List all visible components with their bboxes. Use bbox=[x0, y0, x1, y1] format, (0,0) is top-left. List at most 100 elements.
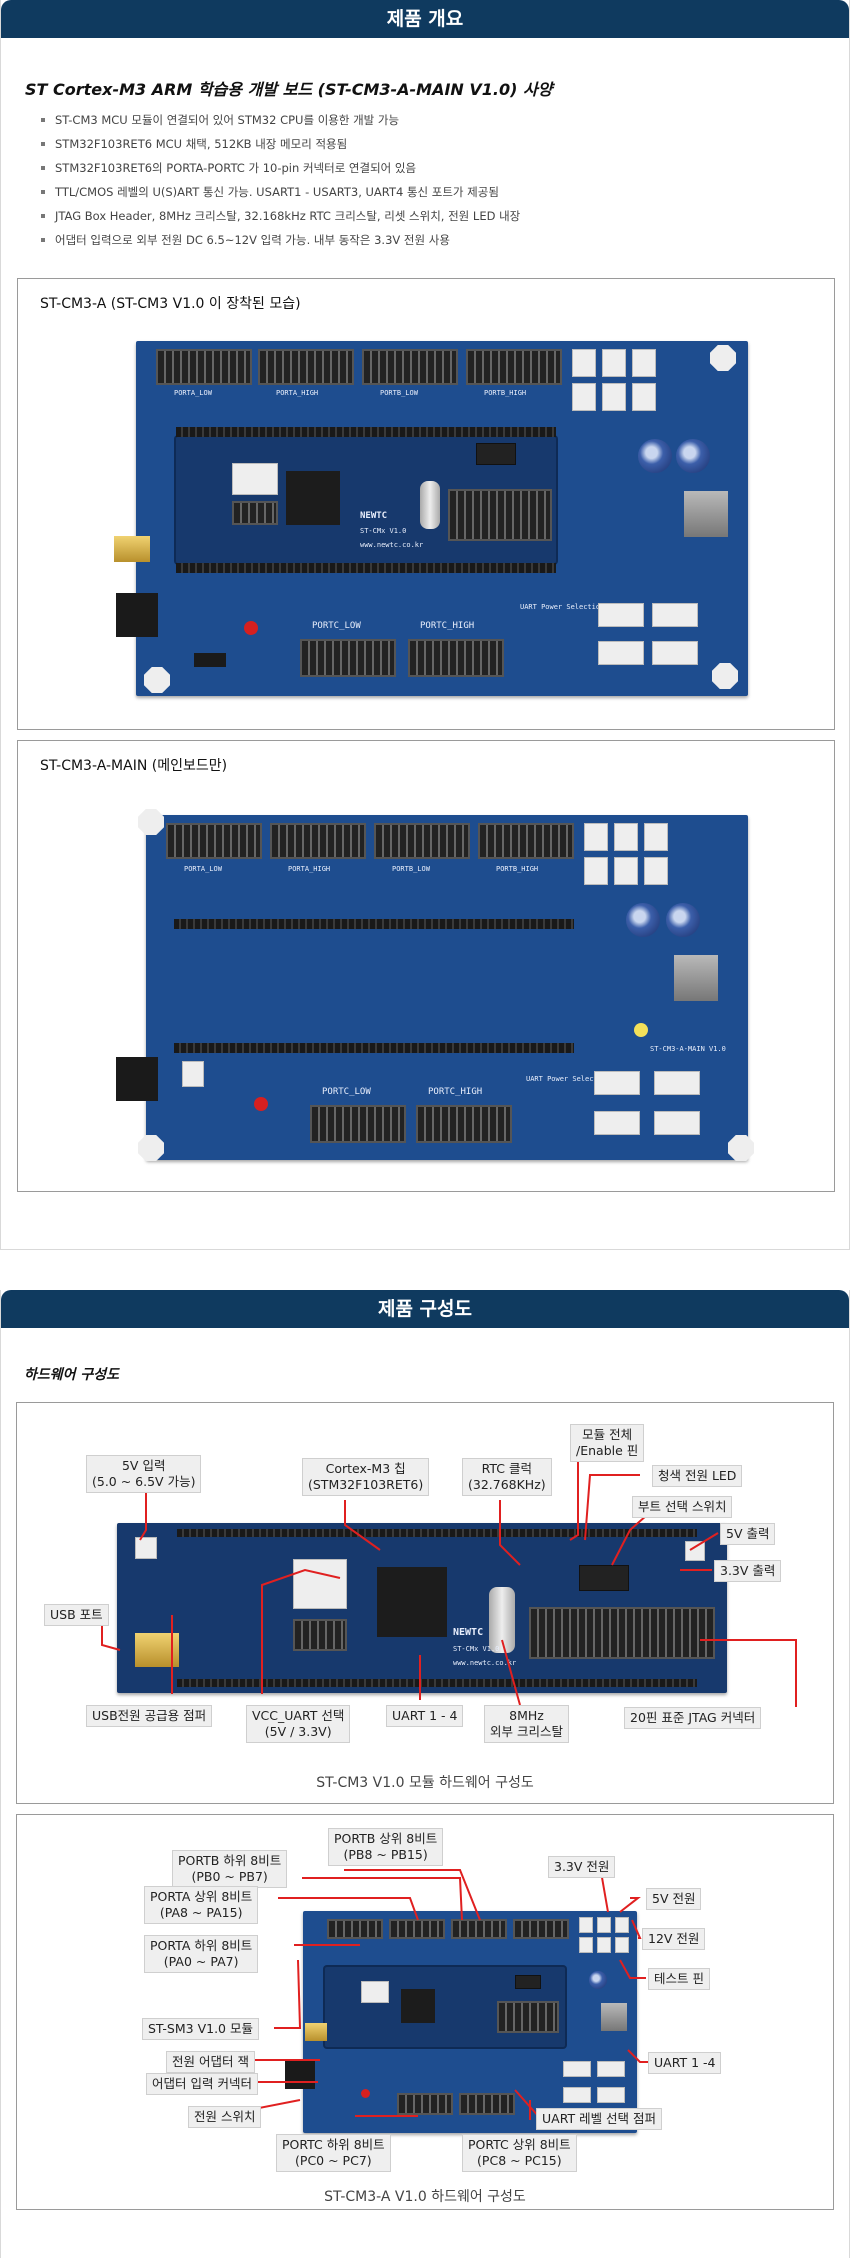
header-portb-low bbox=[362, 349, 458, 385]
photo-box-assembled: ST-CM3-A (ST-CM3 V1.0 이 장착된 모습) PORTA_LO… bbox=[17, 278, 835, 730]
test-led bbox=[634, 1023, 648, 1037]
module-diagram-caption: ST-CM3 V1.0 모듈 하드웨어 구성도 bbox=[316, 1775, 534, 1791]
header-portb-low bbox=[374, 823, 470, 859]
module-socket-top bbox=[174, 919, 574, 929]
out-pad bbox=[685, 1541, 705, 1561]
power-connector bbox=[579, 1937, 593, 1953]
power-connector bbox=[632, 349, 656, 377]
st-cm3-module: NEWTC ST-CMx V1.0 www.newtc.co.kr bbox=[176, 427, 556, 573]
capacitor bbox=[626, 903, 660, 937]
silk-porta-high: PORTA_HIGH bbox=[288, 865, 331, 873]
callout-test-pin: 테스트 핀 bbox=[648, 1968, 710, 1990]
capacitor bbox=[676, 439, 710, 473]
callout-portc-high: PORTC 상위 8비트 (PC8 ~ PC15) bbox=[462, 2134, 577, 2172]
silk-porta-high: PORTA_HIGH bbox=[276, 389, 319, 397]
regulator bbox=[684, 491, 728, 537]
module-board: NEWTC ST-CMx V1.0 www.newtc.co.kr bbox=[117, 1523, 727, 1693]
product-title: ST Cortex-M3 ARM 학습용 개발 보드 (ST-CM3-A-MAI… bbox=[25, 80, 553, 99]
callout-uart-level: UART 레벨 선택 점퍼 bbox=[536, 2108, 663, 2130]
header-portc-high bbox=[459, 2093, 515, 2115]
dc-jack bbox=[116, 593, 158, 637]
uart-connector bbox=[563, 2087, 591, 2103]
silk-main-name: ST-CM3-A-MAIN V1.0 bbox=[650, 1045, 726, 1053]
spec-item: TTL/CMOS 레벨의 U(S)ART 통신 가능. USART1 - USA… bbox=[37, 180, 520, 204]
uart-connector bbox=[594, 1111, 640, 1135]
power-connector bbox=[632, 383, 656, 411]
regulator bbox=[674, 955, 718, 1001]
silk-module-name: ST-CMx V1.0 bbox=[453, 1645, 500, 1653]
board-diagram-box bbox=[16, 1814, 834, 2210]
uart-connector bbox=[361, 1981, 389, 2003]
full-board bbox=[285, 1911, 637, 2133]
power-connector bbox=[614, 857, 638, 885]
power-connector bbox=[644, 857, 668, 885]
power-connector bbox=[644, 823, 668, 851]
power-connector bbox=[579, 1917, 593, 1933]
power-led bbox=[254, 1097, 268, 1111]
photo-caption: ST-CM3-A (ST-CM3 V1.0 이 장착된 모습) bbox=[40, 296, 301, 312]
header-porta-low bbox=[327, 1919, 383, 1939]
uart-connector bbox=[597, 2061, 625, 2077]
module-pin-row bbox=[177, 1529, 697, 1537]
power-connector bbox=[572, 349, 596, 377]
callout-33v-output: 3.3V 출력 bbox=[714, 1560, 782, 1582]
callout-usb-jumper: USB전원 공급용 점퍼 bbox=[86, 1705, 213, 1727]
header-portb-high bbox=[513, 1919, 569, 1939]
spec-item: JTAG Box Header, 8MHz 크리스탈, 32.168kHz RT… bbox=[37, 204, 520, 228]
callout-portb-low: PORTB 하위 8비트 (PB0 ~ PB7) bbox=[172, 1850, 288, 1888]
silk-portc-high: PORTC_HIGH bbox=[420, 621, 475, 631]
silk-uart-power: UART Power Selection bbox=[526, 1075, 611, 1083]
header-porta-low bbox=[156, 349, 252, 385]
spacer bbox=[710, 345, 736, 371]
silk-module-name: ST-CMx V1.0 bbox=[360, 527, 407, 535]
callout-boot-switch: 부트 선택 스위치 bbox=[632, 1496, 733, 1518]
module-pin-row bbox=[176, 563, 556, 573]
callout-5v-output: 5V 출력 bbox=[720, 1523, 776, 1545]
silk-site: www.newtc.co.kr bbox=[453, 1659, 517, 1667]
header-porta-high bbox=[389, 1919, 445, 1939]
boot-switch bbox=[476, 443, 516, 465]
boot-switch bbox=[579, 1565, 629, 1591]
power-connector bbox=[602, 349, 626, 377]
power-connector bbox=[584, 857, 608, 885]
callout-5v-power: 5V 전원 bbox=[646, 1888, 702, 1910]
power-led bbox=[244, 621, 258, 635]
spacer bbox=[728, 1135, 754, 1161]
header-portc-high bbox=[408, 639, 504, 677]
module-pin-row bbox=[176, 427, 556, 437]
capacitor bbox=[638, 439, 672, 473]
uart-connector bbox=[652, 603, 698, 627]
silk-portb-high: PORTB_HIGH bbox=[484, 389, 527, 397]
dc-jack bbox=[116, 1057, 158, 1101]
usb-port bbox=[114, 536, 150, 562]
header-porta-high bbox=[258, 349, 354, 385]
jtag-header bbox=[529, 1607, 715, 1659]
board-photo-main: PORTA_LOW PORTA_HIGH PORTB_LOW PORTB_HIG… bbox=[116, 809, 754, 1161]
jumper-block bbox=[232, 501, 278, 525]
silk-portc-low: PORTC_LOW bbox=[322, 1087, 371, 1097]
usb-port bbox=[135, 1633, 179, 1667]
overview-header: 제품 개요 bbox=[1, 0, 849, 38]
callout-portc-low: PORTC 하위 8비트 (PC0 ~ PC7) bbox=[276, 2134, 391, 2172]
power-switch bbox=[194, 653, 226, 667]
callout-uart-1-4: UART 1 - 4 bbox=[386, 1705, 464, 1727]
adapter-connector bbox=[182, 1061, 204, 1087]
boot-switch bbox=[515, 1975, 541, 1989]
module-socket-bottom bbox=[174, 1043, 574, 1053]
callout-enable-pin: 모듈 전체 /Enable 핀 bbox=[570, 1424, 645, 1462]
silk-brand: NEWTC bbox=[360, 511, 388, 521]
jtag-header bbox=[448, 489, 552, 541]
jumper-block bbox=[293, 1619, 347, 1651]
callout-power-switch: 전원 스위치 bbox=[188, 2106, 262, 2128]
header-porta-low bbox=[166, 823, 262, 859]
usb-port bbox=[305, 2023, 327, 2041]
callout-cortex-chip: Cortex-M3 칩 (STM32F103RET6) bbox=[302, 1458, 430, 1496]
callout-adapter-jack: 전원 어댑터 잭 bbox=[166, 2051, 255, 2073]
callout-st-module: ST-SM3 V1.0 모듈 bbox=[142, 2018, 259, 2040]
uart-connector bbox=[598, 641, 644, 665]
spacer bbox=[138, 1135, 164, 1161]
uart-connector bbox=[293, 1559, 347, 1609]
mcu-chip bbox=[377, 1567, 447, 1637]
uart-connector bbox=[232, 463, 278, 495]
silk-portb-low: PORTB_LOW bbox=[392, 865, 430, 873]
